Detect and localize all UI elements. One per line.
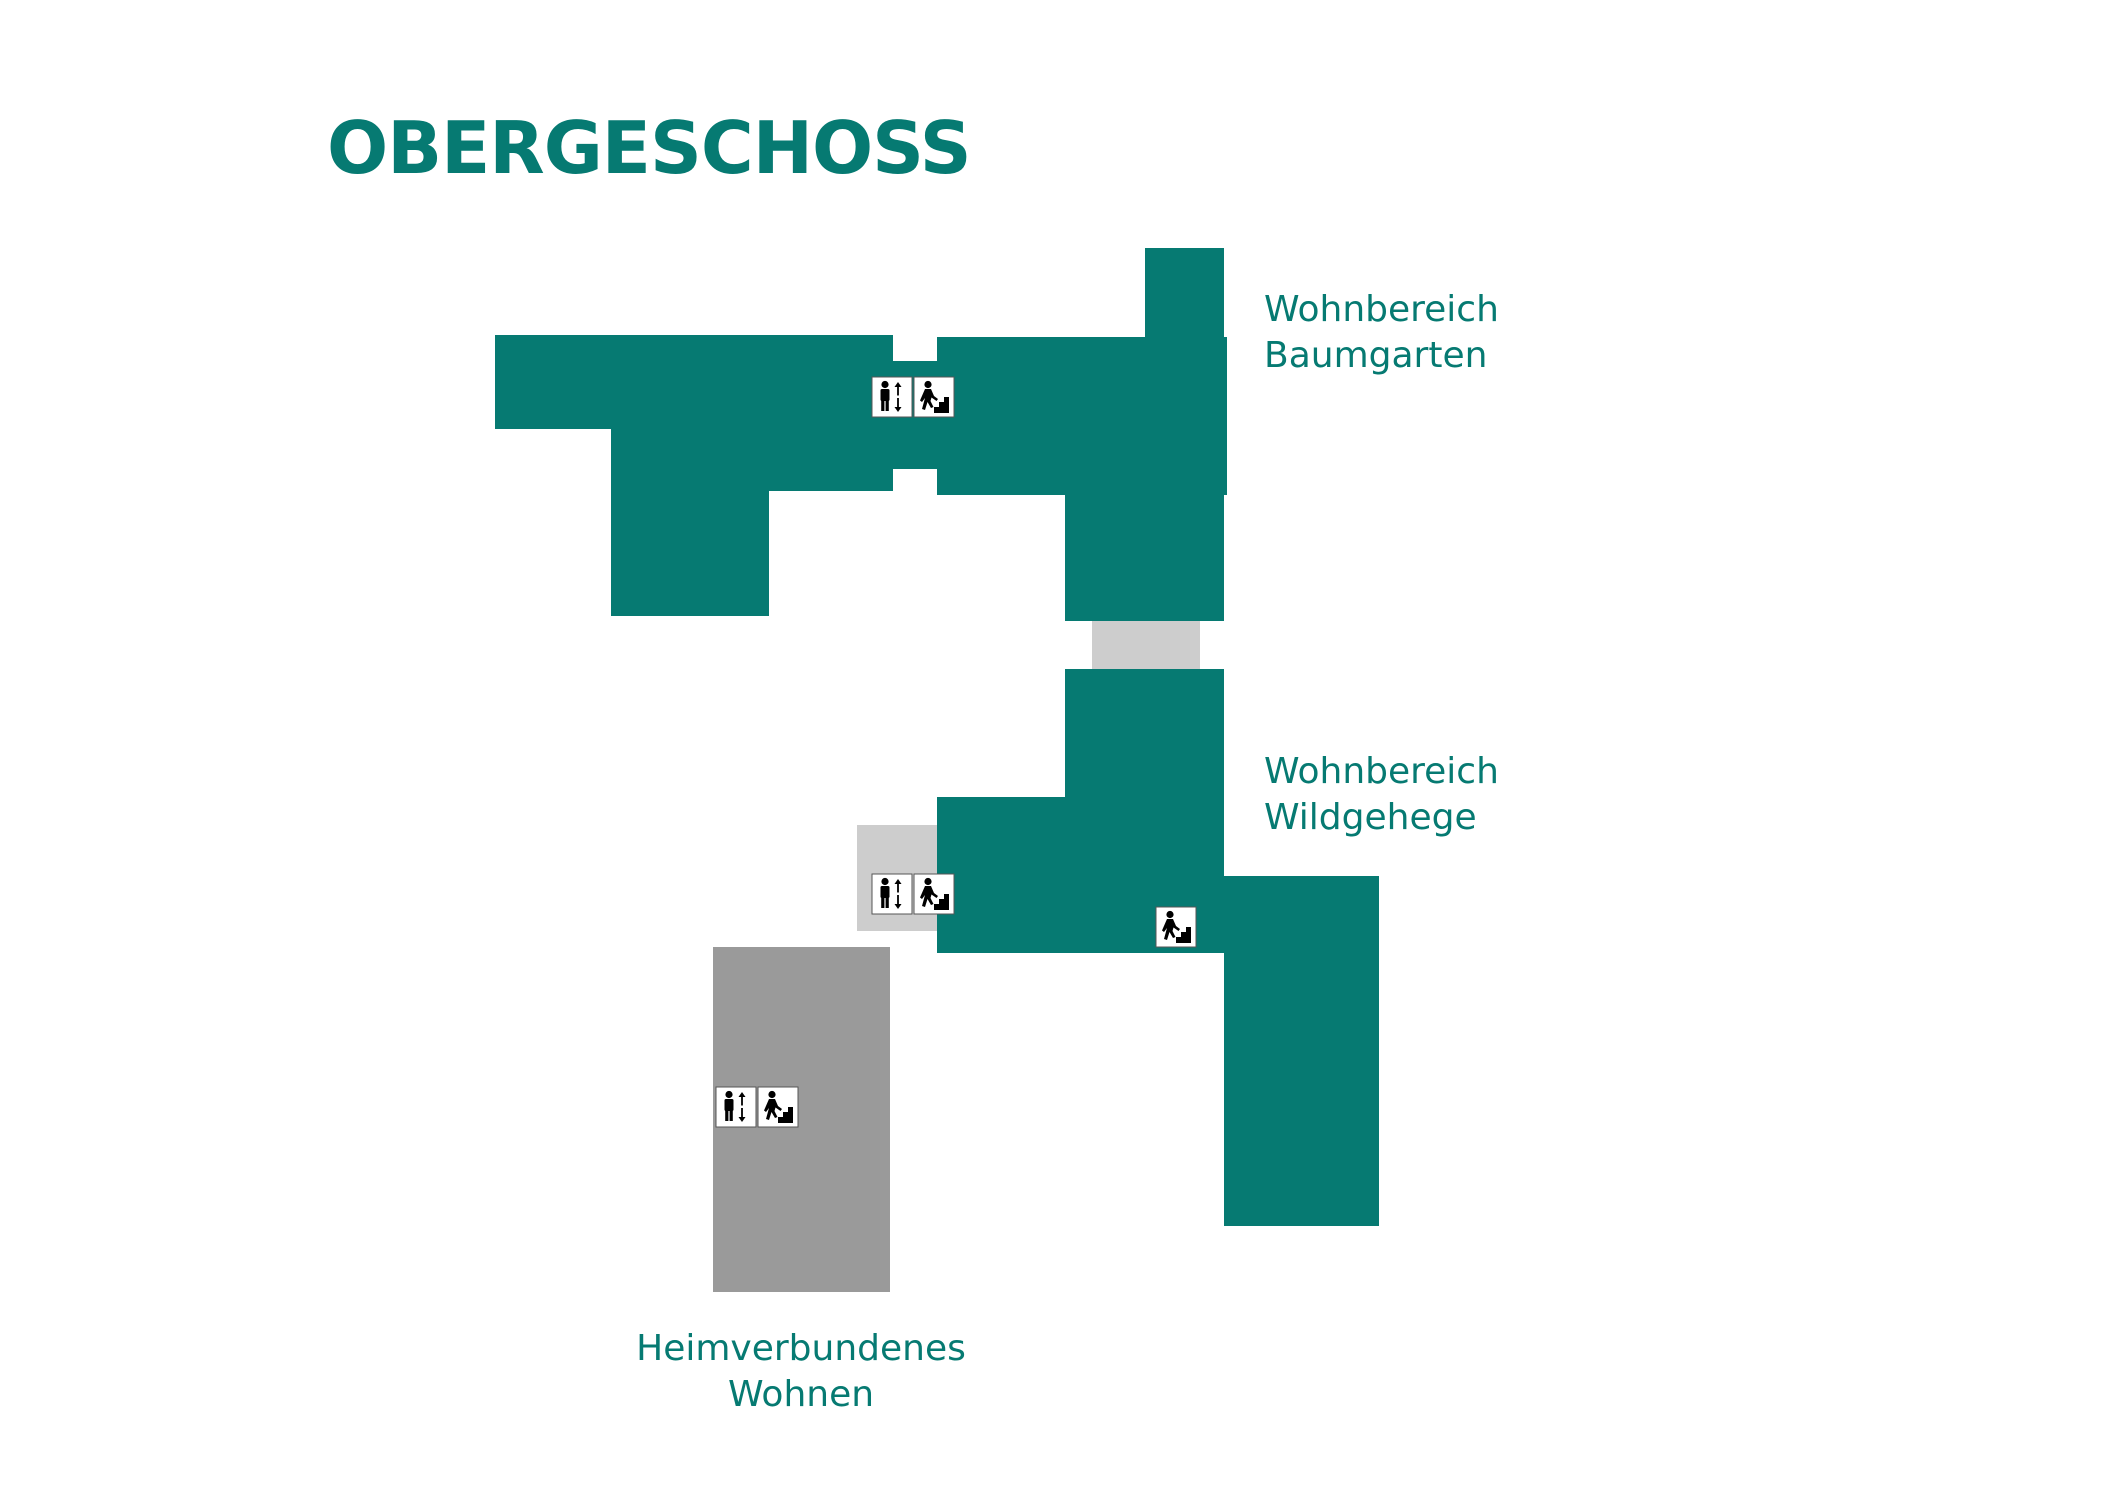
connector-bridge: [1092, 621, 1200, 669]
area-label-heimverbundenes: Heimverbundenes Wohnen: [601, 1326, 1001, 1418]
area-label-line: Wildgehege: [1264, 797, 1477, 838]
wing-baumgarten: [495, 248, 1227, 621]
elevator-icon: [871, 873, 913, 915]
area-label-line: Wohnen: [727, 1374, 875, 1415]
area-label-line: Heimverbundenes: [636, 1328, 966, 1369]
stairs-icon: [913, 376, 955, 418]
stairs-icon: [913, 873, 955, 915]
stairs-icon: [1155, 906, 1197, 948]
area-label-baumgarten: Wohnbereich Baumgarten: [1264, 287, 1499, 379]
elevator-icon: [871, 376, 913, 418]
area-label-wildgehege: Wohnbereich Wildgehege: [1264, 749, 1499, 841]
area-label-line: Baumgarten: [1264, 335, 1488, 376]
elevator-icon: [715, 1086, 757, 1128]
area-label-line: Wohnbereich: [1264, 751, 1499, 792]
wing-wildgehege: [937, 669, 1379, 1226]
area-label-line: Wohnbereich: [1264, 289, 1499, 330]
page-title: OBERGESCHOSS: [327, 106, 972, 190]
stairs-icon: [757, 1086, 799, 1128]
